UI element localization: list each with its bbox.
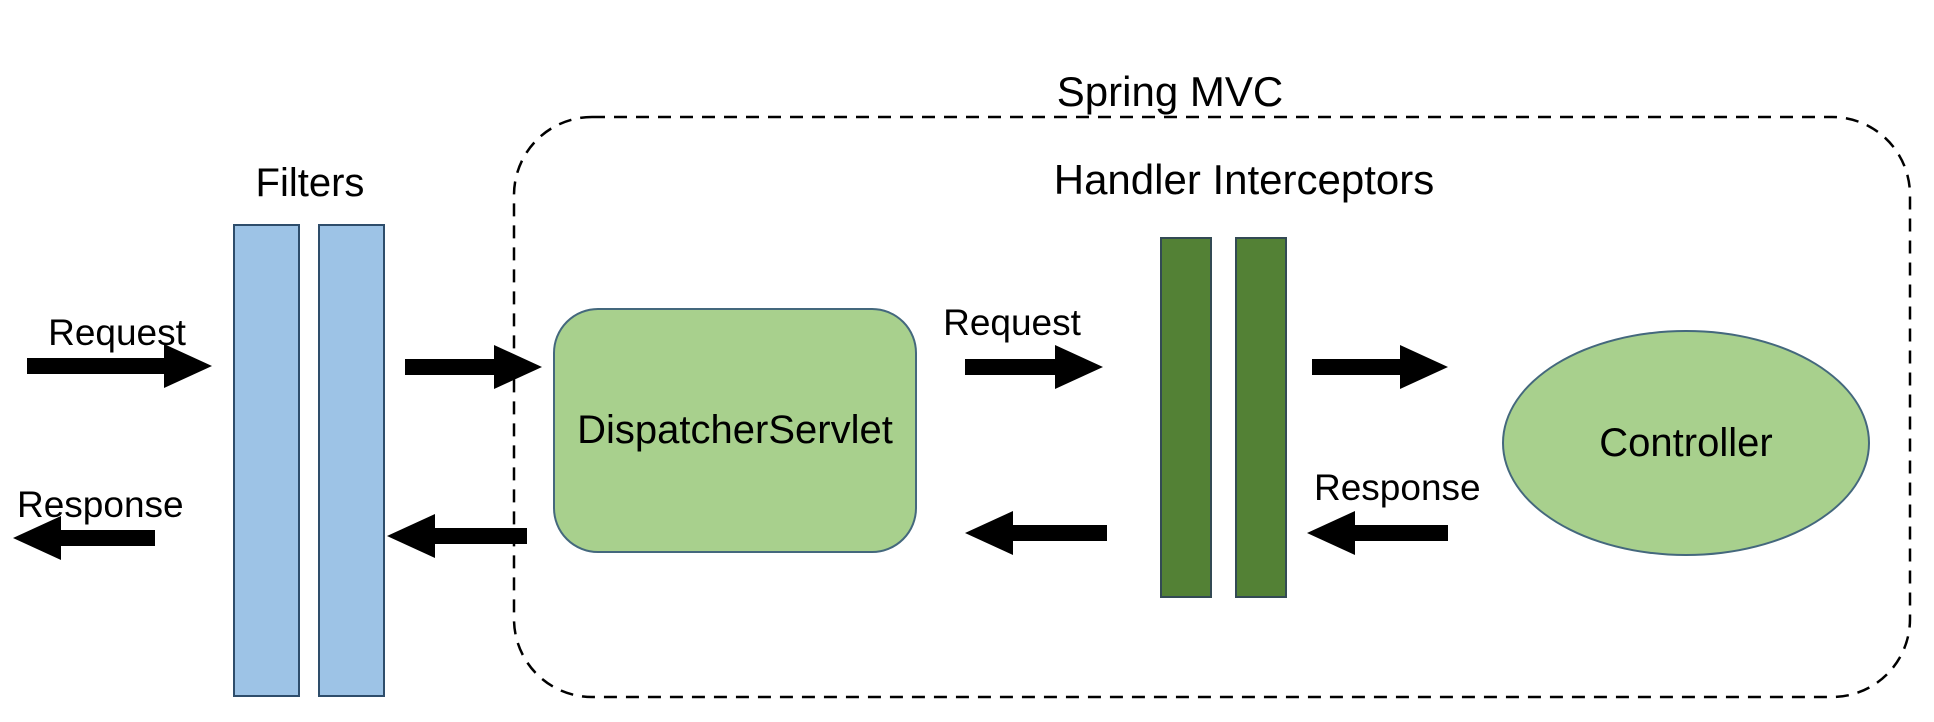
arrowhead-right-icon [494, 345, 542, 389]
arrow-shaft [1312, 359, 1400, 375]
arrow-shaft [1013, 525, 1107, 541]
response-label-inner: Response [1314, 467, 1481, 508]
arrowhead-right-icon [1055, 345, 1103, 389]
response-arrow-interceptors-to-dispatcher [965, 511, 1107, 555]
interceptor-bar-2 [1235, 237, 1287, 598]
response-arrow-out-of-filters [13, 516, 155, 560]
filter-bar-2 [318, 224, 385, 697]
filters-label: Filters [255, 161, 365, 205]
arrowhead-left-icon [13, 516, 61, 560]
spring-mvc-title: Spring MVC [1056, 68, 1284, 115]
arrowhead-right-icon [164, 344, 212, 388]
controller-ellipse: Controller [1502, 330, 1870, 556]
arrow-shaft [1355, 525, 1448, 541]
dispatcher-servlet-label: DispatcherServlet [577, 408, 893, 452]
response-arrow-controller-to-interceptors [1307, 511, 1448, 555]
arrowhead-left-icon [387, 514, 435, 558]
request-label-left: Request [48, 312, 186, 353]
arrowhead-left-icon [965, 511, 1013, 555]
interceptor-bar-1 [1160, 237, 1212, 598]
response-arrow-dispatcher-to-filters [387, 514, 527, 558]
dashed-boundary-rect [512, 115, 1912, 699]
request-arrow-interceptors-to-controller [1312, 345, 1448, 389]
arrowhead-left-icon [1307, 511, 1355, 555]
controller-label: Controller [1599, 420, 1773, 465]
request-arrow-dispatcher-to-interceptors [965, 345, 1103, 389]
arrow-shaft [405, 359, 494, 375]
arrow-shaft [435, 528, 527, 544]
request-arrow-into-filters [27, 344, 212, 388]
handler-interceptors-label: Handler Interceptors [1053, 156, 1435, 203]
request-arrow-filters-to-dispatcher [405, 345, 542, 389]
dispatcher-servlet-box: DispatcherServlet [553, 308, 917, 553]
arrow-shaft [965, 359, 1055, 375]
filter-bar-1 [233, 224, 300, 697]
arrow-shaft [61, 530, 155, 546]
request-label-inner: Request [943, 302, 1081, 343]
arrow-shaft [27, 358, 164, 374]
arrowhead-right-icon [1400, 345, 1448, 389]
